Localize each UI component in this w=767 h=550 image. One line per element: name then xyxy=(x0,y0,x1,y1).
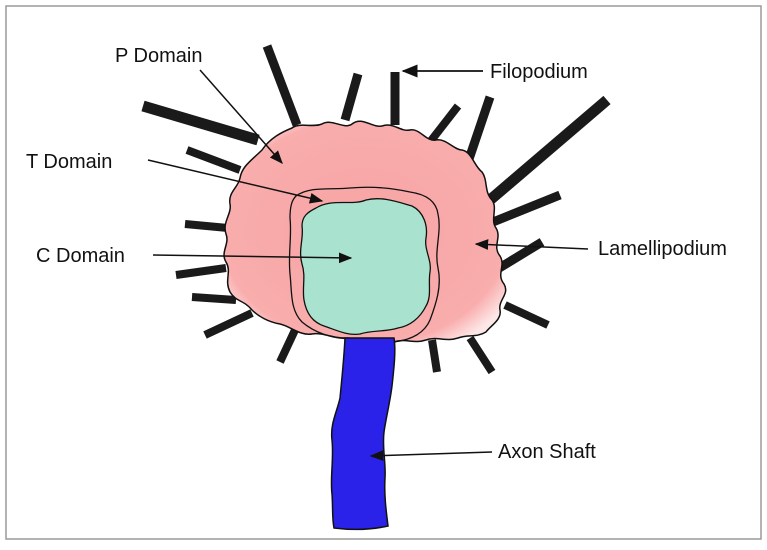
filopodium-spike xyxy=(143,106,258,140)
p-domain-pointer xyxy=(200,70,282,163)
lamellipodium-label: Lamellipodium xyxy=(598,238,727,260)
c-domain-region xyxy=(301,199,431,335)
c-domain-label: C Domain xyxy=(36,245,125,267)
axon-shaft-pointer xyxy=(371,452,492,456)
filopodium-spike xyxy=(470,338,492,372)
filopodium-spike xyxy=(205,313,252,335)
t-domain-label: T Domain xyxy=(26,151,112,173)
filopodium-spike xyxy=(185,224,228,228)
axon-shaft-region xyxy=(331,338,394,529)
filopodium-label: Filopodium xyxy=(490,61,588,83)
filopodium-spike xyxy=(430,106,458,142)
filopodium-spike xyxy=(493,195,560,222)
filopodium-spike xyxy=(187,150,240,170)
filopodium-spike xyxy=(176,268,226,275)
filopodium-spike xyxy=(468,97,490,162)
filopodium-spike xyxy=(192,297,236,300)
filopodium-spike xyxy=(432,340,437,372)
filopodium-spike xyxy=(345,74,358,120)
p-domain-label: P Domain xyxy=(115,45,202,67)
filopodium-spike xyxy=(490,100,607,200)
axon-shaft-label: Axon Shaft xyxy=(498,441,596,463)
filopodium-spike xyxy=(267,46,297,125)
filopodium-spike xyxy=(505,305,548,325)
filopodium-spike xyxy=(280,330,295,362)
